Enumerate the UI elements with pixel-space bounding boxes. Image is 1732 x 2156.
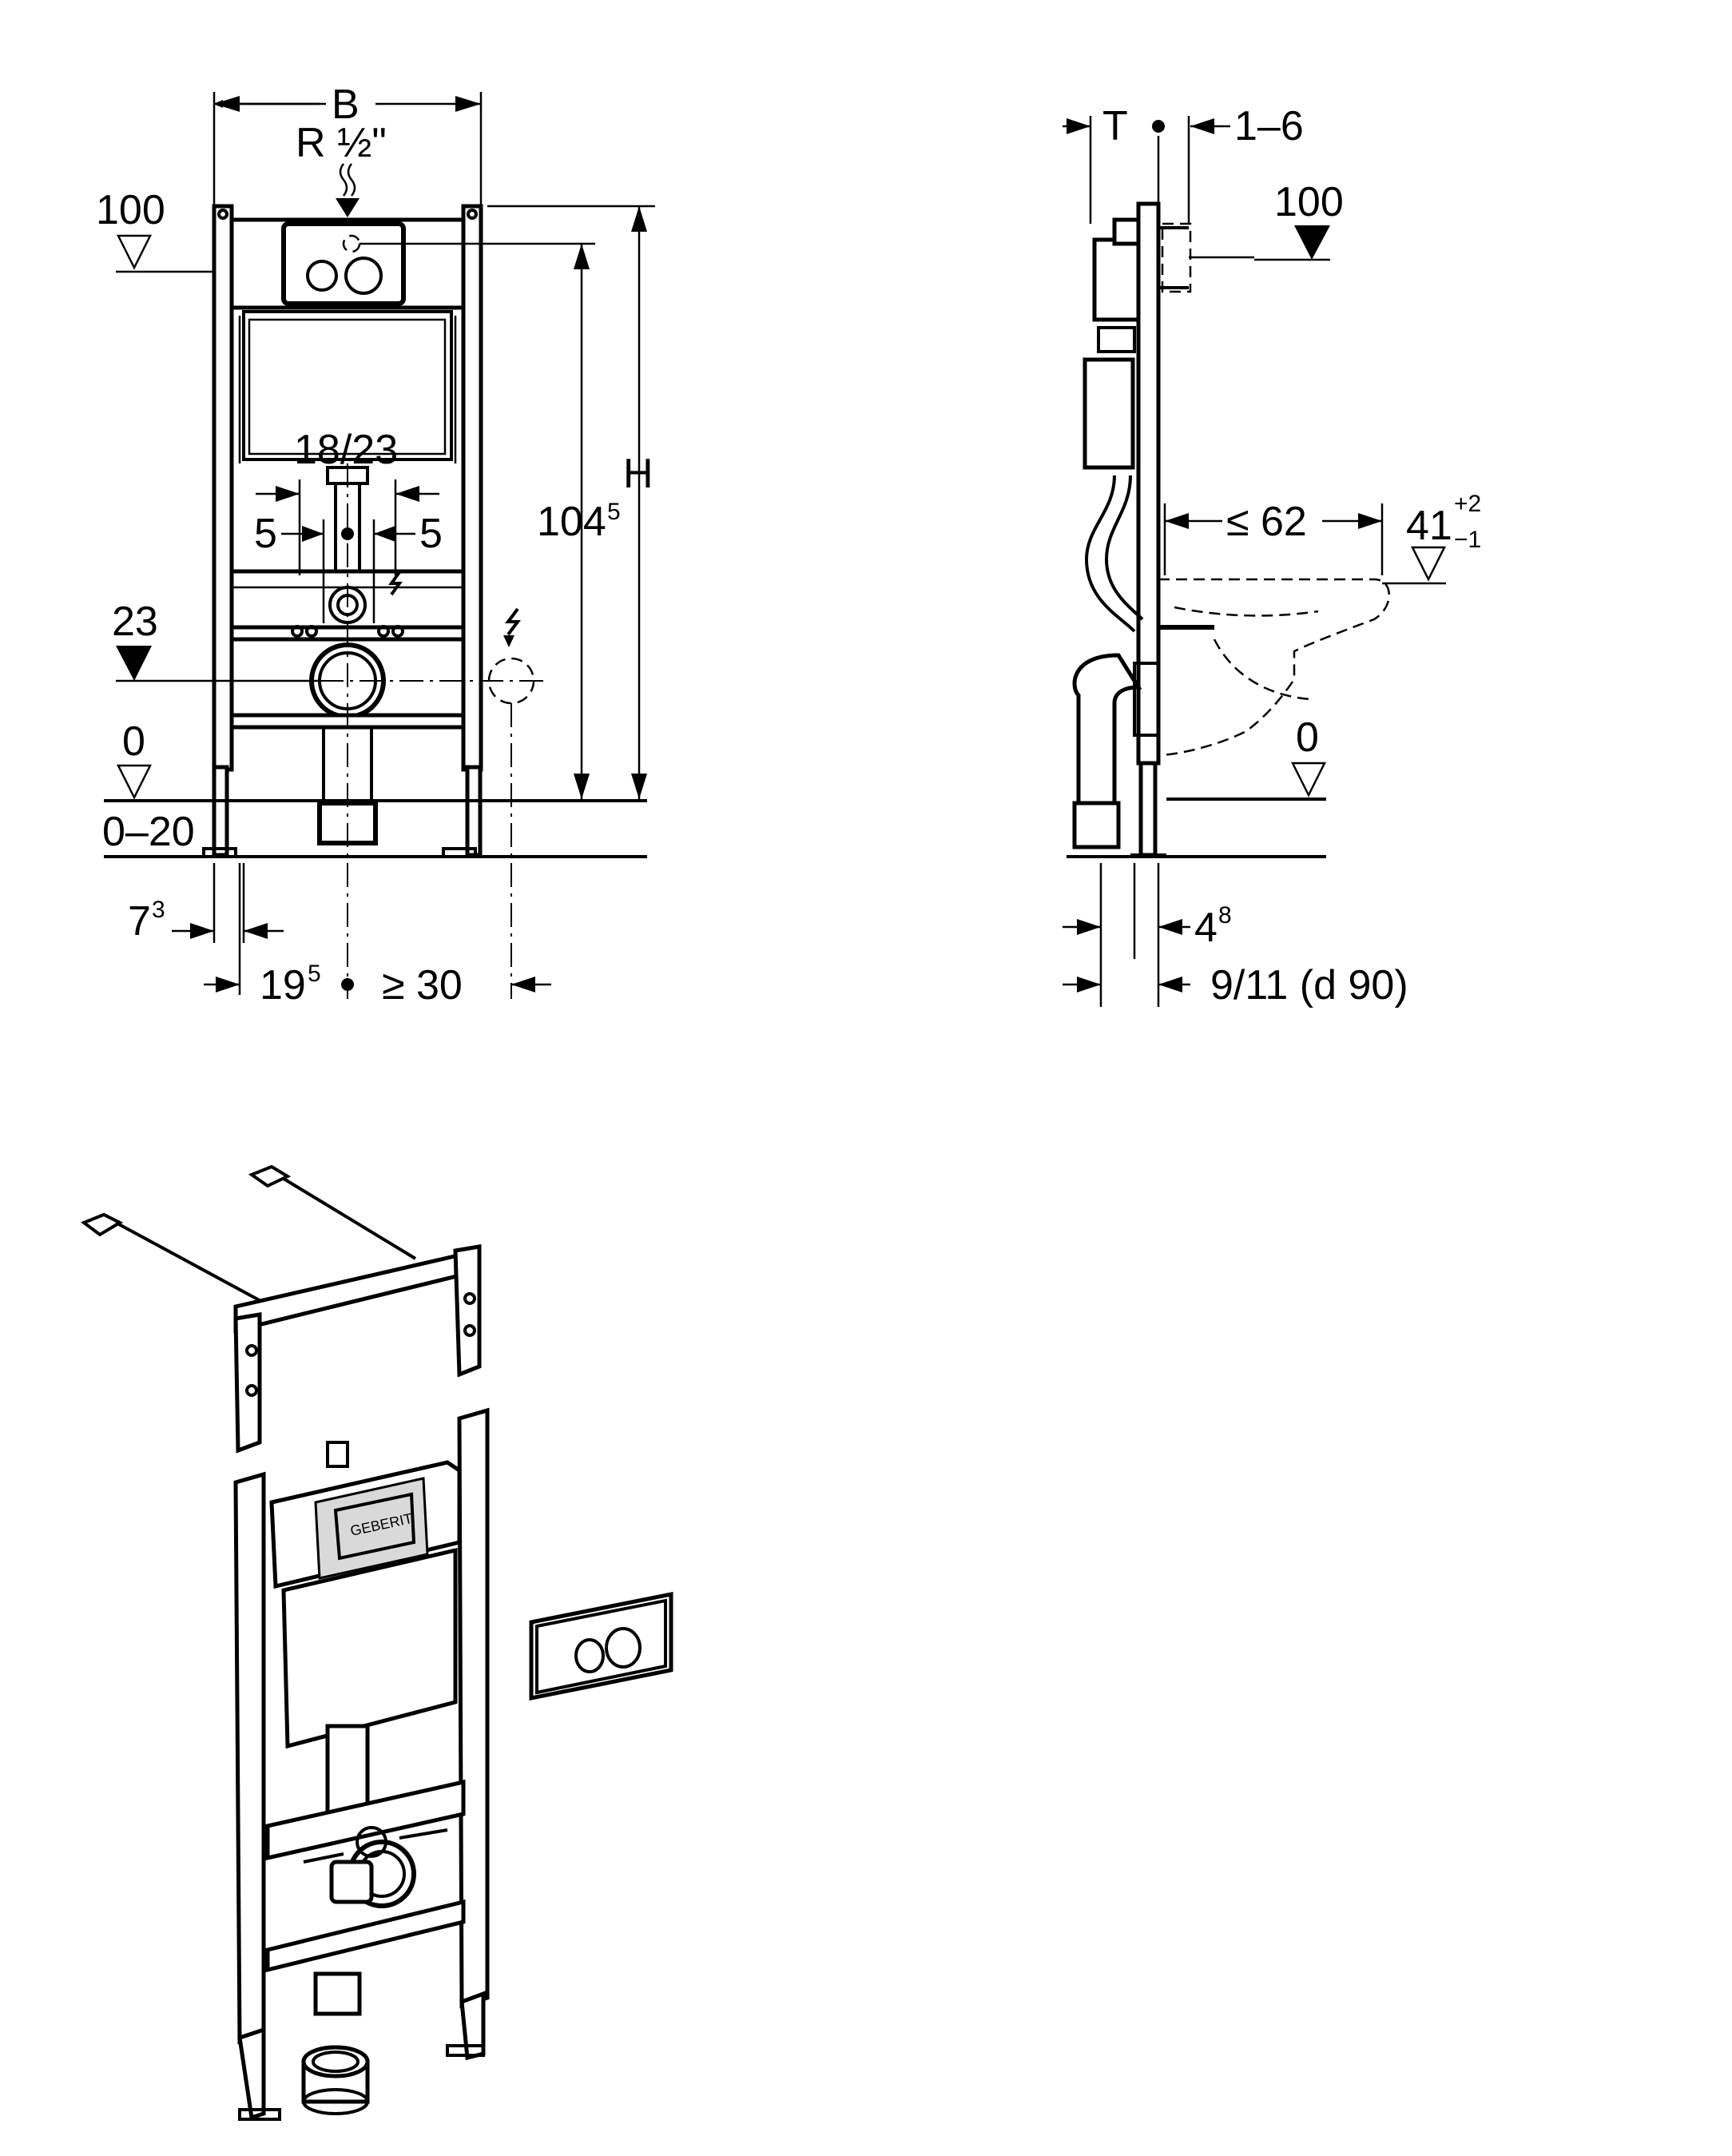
frame-offset-sup: 3	[152, 897, 165, 923]
floor-range-label: 0–20	[102, 809, 195, 855]
bowl-height-label: 41	[1406, 503, 1452, 549]
bowl-tol-minus: −1	[1454, 527, 1481, 553]
front-view: B R ½"	[96, 82, 655, 1008]
side-level-100-marker-icon	[1294, 225, 1330, 260]
projection-label: ≤ 62	[1226, 499, 1307, 545]
level-0-marker-icon	[116, 764, 153, 800]
plate-range-label: 1–6	[1234, 103, 1304, 149]
offset-left-label: 5	[254, 511, 277, 557]
side-level-100-label: 100	[1274, 179, 1344, 225]
center-offset-label: 19	[260, 962, 306, 1008]
water-inlet-arrow-icon	[336, 198, 360, 217]
electrical-symbol-small-icon	[388, 571, 403, 596]
height-label: H	[623, 451, 653, 497]
pipe-spacing-label: 18/23	[294, 427, 398, 473]
wall-offset-label: 4	[1194, 905, 1218, 951]
depth-label: T	[1102, 103, 1128, 149]
wall-offset-sup: 8	[1218, 902, 1232, 929]
bowl-tol-plus: +2	[1454, 491, 1481, 517]
side-level-0-marker-icon	[1290, 762, 1327, 798]
flush-button-large-icon	[344, 257, 383, 295]
isometric-view: GEBERIT	[80, 1164, 673, 2121]
height-value-label: 104	[537, 499, 606, 545]
iso-flush-button-small-icon	[574, 1638, 605, 1673]
center-offset-sup: 5	[308, 961, 321, 987]
iso-flush-button-large-icon	[605, 1627, 642, 1669]
width-label: B	[332, 82, 360, 128]
water-connection-label: R ½"	[296, 120, 387, 166]
bowl-level-marker-icon	[1410, 546, 1447, 582]
level-23-marker-icon	[116, 646, 152, 681]
side-view: T 1–6 100	[1063, 103, 1481, 1008]
flush-button-small-icon	[306, 260, 338, 292]
level-0-label: 0	[122, 718, 145, 765]
level-23-label: 23	[112, 599, 158, 645]
height-value-sup: 5	[607, 499, 621, 525]
pipe-size-label: 9/11 (d 90)	[1210, 962, 1408, 1008]
electrical-symbol-icon	[505, 607, 521, 636]
min-distance-label: ≥ 30	[382, 962, 463, 1008]
side-level-0-label: 0	[1296, 714, 1319, 761]
level-100-label: 100	[96, 187, 165, 233]
offset-right-label: 5	[419, 511, 443, 557]
level-marker-icon	[116, 234, 153, 270]
frame-offset-label: 7	[128, 898, 151, 945]
